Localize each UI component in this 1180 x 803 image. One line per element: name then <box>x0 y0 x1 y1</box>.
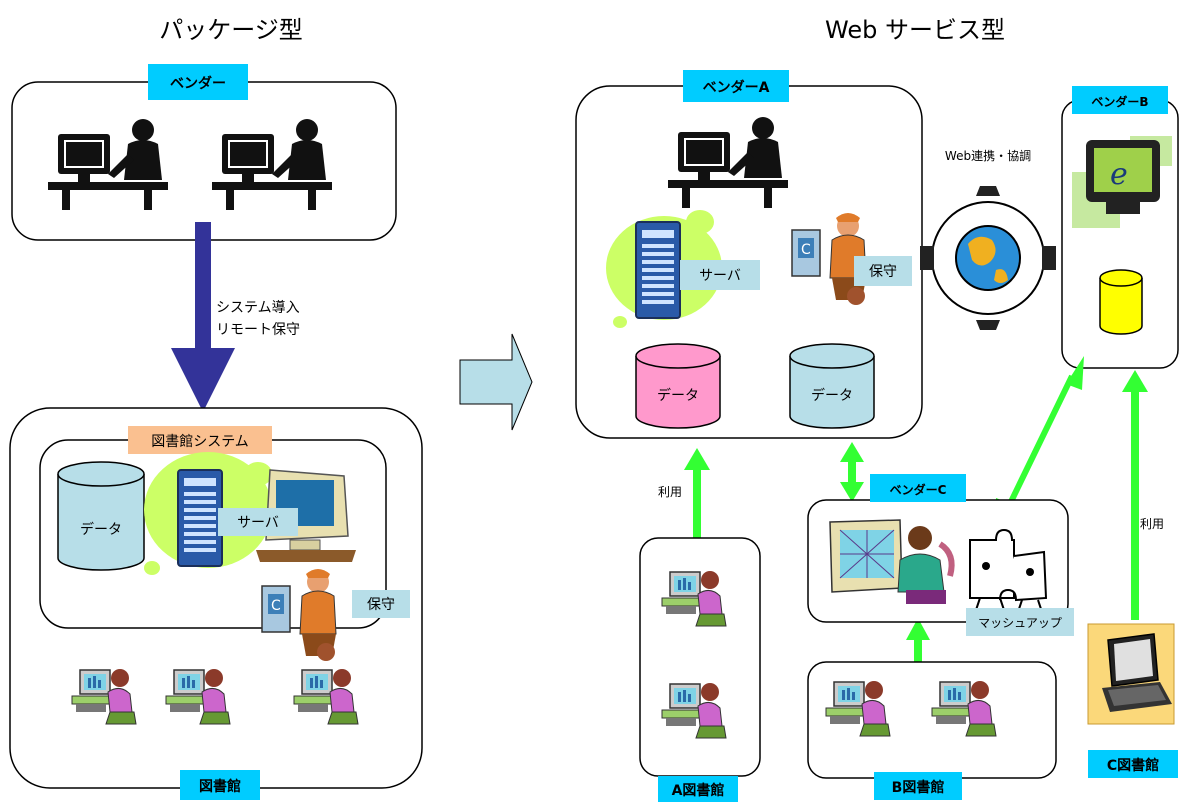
library-system-label: 図書館システム <box>151 433 249 450</box>
database-icon <box>57 461 145 571</box>
server-label: サーバ <box>699 268 741 284</box>
library-label: 図書館 <box>199 778 241 795</box>
arrow-vendor-a-vendor-c <box>840 442 864 502</box>
server-callout <box>680 260 760 290</box>
vendor-label: ベンダー <box>170 75 226 92</box>
vendor-a-label: ベンダーA <box>703 79 770 96</box>
server-icon <box>177 469 223 567</box>
database-icon <box>635 343 721 429</box>
library-a-label: A図書館 <box>672 782 725 799</box>
library-c-label-bg <box>1088 750 1178 778</box>
svg-text:e: e <box>1110 157 1128 192</box>
maintenance-callout <box>854 256 912 286</box>
vendor-b-label: ベンダーB <box>1091 94 1148 109</box>
mashup-label: マッシュアップ <box>978 616 1062 630</box>
arrow-library-c-use <box>1122 370 1148 620</box>
library-label-bg <box>180 770 260 800</box>
package-title: パッケージ型 <box>159 16 303 44</box>
laptop-icon <box>1087 623 1175 725</box>
library-c-label: C図書館 <box>1107 757 1159 774</box>
vendor-c-label-bg <box>870 474 966 502</box>
data-label: データ <box>811 387 853 404</box>
highlight-dot <box>144 561 160 575</box>
puzzle-pieces-icon <box>969 528 1048 613</box>
browser-monitor-icon: e <box>1086 140 1160 214</box>
maintenance-label: 保守 <box>367 597 395 613</box>
highlight-dot <box>686 210 714 234</box>
server-callout <box>218 508 298 536</box>
vendor-c-label: ベンダーC <box>890 482 947 497</box>
vendor-a-label-bg <box>683 70 789 102</box>
highlight-dot <box>613 316 627 328</box>
data-label: データ <box>657 387 699 404</box>
database-icon <box>789 343 875 429</box>
maintenance-label: 保守 <box>869 264 897 280</box>
server-icon <box>635 221 681 319</box>
vendor-label-bg <box>148 64 248 100</box>
use-label: 利用 <box>658 485 682 499</box>
web-developer-icon <box>829 519 955 604</box>
library-b-label-bg <box>874 772 962 800</box>
arrow-library-b-vendor-c <box>906 618 930 666</box>
highlight-dot <box>244 462 272 486</box>
transition-arrow <box>459 333 533 431</box>
use-label: 利用 <box>1140 517 1164 531</box>
vendor-b-label-bg <box>1072 86 1168 114</box>
globe-network-icon <box>920 186 1056 330</box>
deployment-label-2: リモート保守 <box>216 322 300 338</box>
library-a-label-bg <box>658 776 738 802</box>
server-label: サーバ <box>237 515 279 531</box>
library-system-label-bg <box>128 426 272 454</box>
web-service-title: Web サービス型 <box>825 16 1005 44</box>
database-icon <box>1099 269 1143 335</box>
library-b-label: B図書館 <box>892 779 945 796</box>
data-label: データ <box>80 521 122 538</box>
maintenance-callout <box>352 590 410 618</box>
deployment-label-1: システム導入 <box>216 300 300 316</box>
mashup-callout <box>966 608 1074 636</box>
arrow-library-a-use <box>684 448 710 538</box>
web-link-label: Web連携・協調 <box>945 148 1031 163</box>
